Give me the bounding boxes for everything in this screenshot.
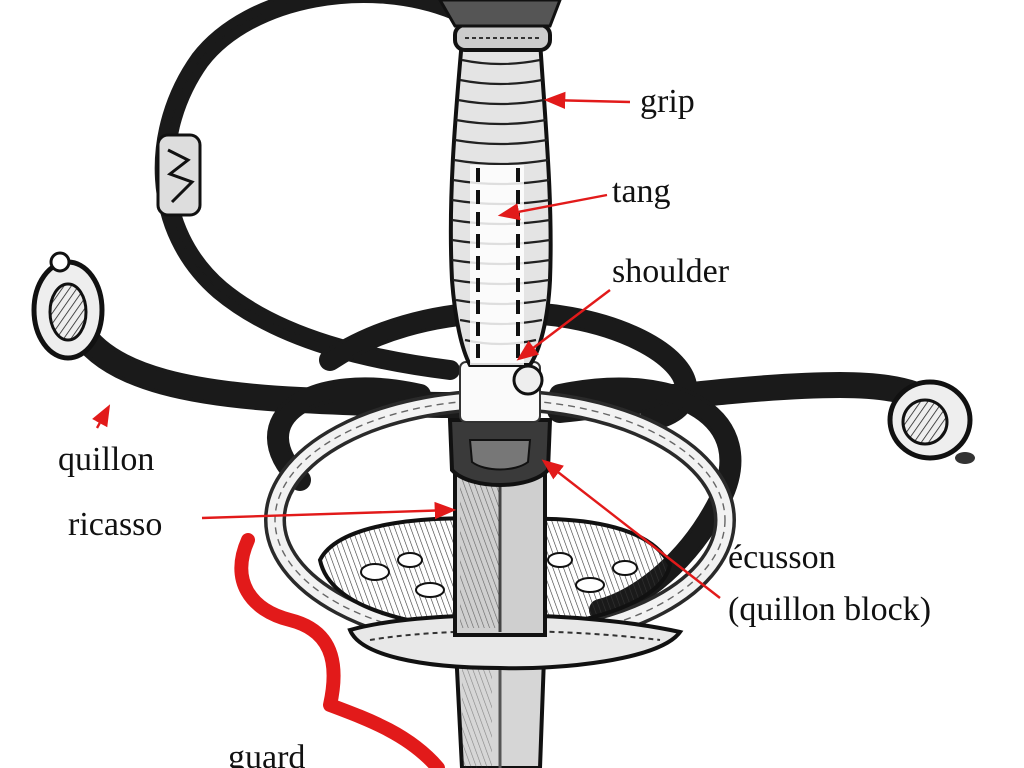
label-shoulder: shoulder xyxy=(612,253,730,290)
shoulder-block xyxy=(460,362,542,422)
ricasso xyxy=(455,470,545,635)
label-grip: grip xyxy=(640,83,695,120)
sword-hilt-illustration xyxy=(34,0,975,768)
label-ecusson-quillon-block: (quillon block) xyxy=(728,591,931,628)
label-ecusson: écusson xyxy=(728,539,836,576)
ricasso-arrow xyxy=(202,510,452,518)
label-ricasso: ricasso xyxy=(68,506,162,543)
label-guard: guard xyxy=(228,739,305,768)
grip xyxy=(451,40,551,365)
quillon-arrow xyxy=(97,408,108,428)
label-tang: tang xyxy=(612,173,671,210)
label-quillon: quillon xyxy=(58,441,154,478)
tang-outline xyxy=(470,165,524,365)
ferrule xyxy=(440,0,560,50)
ecusson-block xyxy=(450,420,550,485)
grip-arrow xyxy=(548,100,630,102)
